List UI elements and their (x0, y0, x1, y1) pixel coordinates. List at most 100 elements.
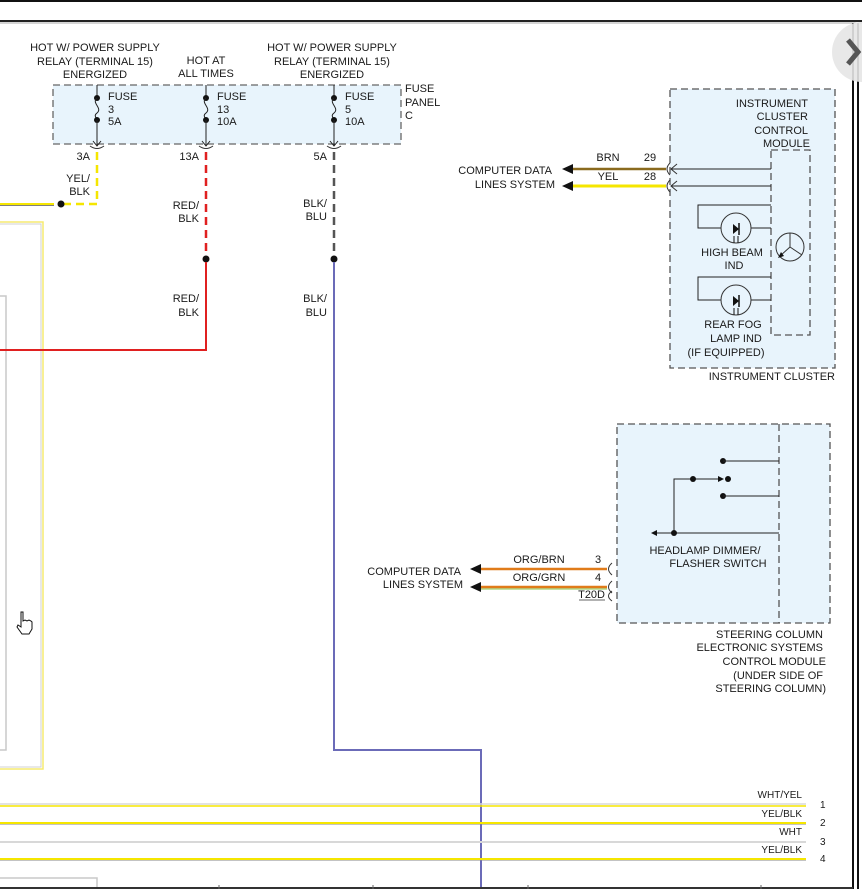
instrument-cluster-title: INSTRUMENT CLUSTER (709, 371, 835, 383)
svg-text:ELECTRONIC SYSTEMS: ELECTRONIC SYSTEMS (696, 642, 823, 654)
svg-text:COMPUTER DATA: COMPUTER DATA (367, 566, 461, 578)
svg-text:4: 4 (820, 854, 826, 865)
instrument-cluster-module-label: INSTRUMENT CLUSTER CONTROL MODULE (736, 98, 810, 150)
instrument-cluster: INSTRUMENT CLUSTER CONTROL MODULE INSTRU… (458, 88, 836, 383)
high-beam-indicator: HIGH BEAM IND (697, 204, 771, 272)
svg-text:T20D: T20D (578, 589, 605, 601)
connector-icon (198, 145, 214, 149)
headlamp-dimmer-switch: HEADLAMP DIMMER/ FLASHER SWITCH (649, 458, 779, 570)
svg-text:BLK/: BLK/ (303, 198, 328, 210)
svg-text:1: 1 (820, 800, 826, 811)
connector-icon (608, 562, 613, 576)
rear-fog-indicator: REAR FOG LAMP IND (IF EQUIPPED) (687, 276, 771, 359)
svg-text:LINES SYSTEM: LINES SYSTEM (475, 179, 555, 191)
svg-text:LAMP IND: LAMP IND (710, 333, 762, 345)
svg-text:10A: 10A (345, 116, 365, 128)
fuse-panel-box (52, 84, 402, 145)
svg-text:C: C (405, 110, 413, 122)
wire-blk-blu: BLK/ BLU BLK/ BLU (303, 152, 482, 889)
svg-text:PANEL: PANEL (405, 97, 440, 109)
svg-text:RELAY (TERMINAL 15): RELAY (TERMINAL 15) (37, 56, 153, 68)
terminal-13a-label: 13A (179, 151, 199, 163)
svg-text:BLK: BLK (178, 213, 199, 225)
hand-cursor-icon (16, 611, 33, 635)
svg-text:BRN: BRN (596, 152, 619, 164)
svg-text:HIGH BEAM: HIGH BEAM (701, 247, 763, 259)
svg-text:FUSE: FUSE (405, 83, 434, 95)
connector-icon (666, 179, 671, 193)
svg-text:ORG/GRN: ORG/GRN (513, 572, 566, 584)
wire-red-blk: RED/ BLK RED/ BLK (0, 152, 210, 351)
svg-text:CONTROL: CONTROL (754, 125, 808, 137)
svg-text:RED/: RED/ (173, 200, 200, 212)
svg-text:HOT AT: HOT AT (187, 55, 226, 67)
wire-yel-28: YEL 28 (562, 171, 771, 193)
svg-text:RELAY (TERMINAL 15): RELAY (TERMINAL 15) (274, 56, 390, 68)
svg-text:CLUSTER: CLUSTER (757, 111, 808, 123)
bus-wire-1: WHT/YEL 1 (0, 790, 826, 811)
left-gray-outline (0, 295, 7, 751)
svg-text:YEL/: YEL/ (66, 173, 91, 185)
fuse-panel-label: FUSE PANEL C (405, 83, 440, 122)
svg-text:BLK: BLK (178, 307, 199, 319)
arrow-left-icon (562, 164, 573, 174)
svg-text:29: 29 (644, 152, 656, 164)
svg-text:ENERGIZED: ENERGIZED (63, 69, 127, 81)
svg-text:FUSE: FUSE (217, 91, 246, 103)
svg-text:2: 2 (820, 818, 826, 829)
bus-wire-3: WHT 3 (0, 827, 826, 848)
svg-text:(UNDER SIDE OF: (UNDER SIDE OF (733, 670, 823, 682)
svg-text:13: 13 (217, 104, 229, 116)
connector-t20d-label: T20D (578, 589, 605, 601)
svg-text:3: 3 (108, 104, 114, 116)
connector-icon (89, 145, 105, 149)
terminal-5a-label: 5A (314, 151, 328, 163)
left-yellow-outline (0, 221, 44, 770)
svg-text:5A: 5A (108, 116, 122, 128)
svg-text:FLASHER SWITCH: FLASHER SWITCH (669, 558, 766, 570)
wire-brn-29: BRN 29 (562, 152, 771, 176)
fuse-5: FUSE 5 10A (326, 85, 374, 149)
svg-text:5: 5 (345, 104, 351, 116)
svg-text:FUSE: FUSE (108, 91, 137, 103)
power-source-1-label: HOT W/ POWER SUPPLY RELAY (TERMINAL 15) … (30, 42, 160, 81)
bus-wire-2: YEL/BLK 2 (0, 809, 826, 829)
steering-module-box (616, 423, 831, 624)
bus-wires: WHT/YEL 1 YEL/BLK 2 WHT 3 YEL/BLK 4 (0, 790, 826, 865)
wire-org-brn-3: ORG/BRN 3 (470, 554, 613, 576)
svg-text:ORG/BRN: ORG/BRN (513, 554, 564, 566)
svg-text:BLU: BLU (306, 211, 327, 223)
svg-text:YEL: YEL (598, 171, 619, 183)
arrow-left-icon (562, 181, 573, 191)
svg-text:WHT/YEL: WHT/YEL (758, 790, 803, 801)
steering-module-destination: COMPUTER DATA LINES SYSTEM (367, 566, 463, 591)
power-source-2-label: HOT AT ALL TIMES (178, 55, 234, 80)
svg-text:BLK: BLK (69, 186, 90, 198)
svg-text:HOT W/ POWER SUPPLY: HOT W/ POWER SUPPLY (267, 42, 397, 54)
svg-text:4: 4 (595, 572, 601, 584)
svg-text:CONTROL MODULE: CONTROL MODULE (723, 656, 827, 668)
svg-text:ENERGIZED: ENERGIZED (300, 69, 364, 81)
wire-org-grn-4: ORG/GRN 4 (470, 572, 613, 602)
svg-text:STEERING COLUMN): STEERING COLUMN) (715, 683, 826, 695)
power-source-3-label: HOT W/ POWER SUPPLY RELAY (TERMINAL 15) … (267, 42, 397, 81)
next-page-button[interactable] (832, 22, 862, 82)
chevron-right-icon[interactable] (846, 38, 862, 66)
svg-text:INSTRUMENT: INSTRUMENT (736, 98, 808, 110)
svg-text:RED/: RED/ (173, 293, 200, 305)
svg-text:BLK/: BLK/ (303, 293, 328, 305)
steering-module-title: STEERING COLUMN ELECTRONIC SYSTEMS CONTR… (696, 629, 826, 695)
connector-icon (326, 145, 342, 149)
processor-icon (775, 232, 805, 262)
svg-text:LINES SYSTEM: LINES SYSTEM (383, 579, 463, 591)
svg-text:REAR FOG: REAR FOG (704, 319, 761, 331)
svg-text:HEADLAMP DIMMER/: HEADLAMP DIMMER/ (649, 545, 761, 557)
svg-text:3: 3 (820, 837, 826, 848)
next-button-bg[interactable] (832, 22, 862, 82)
svg-text:BLU: BLU (306, 307, 327, 319)
svg-text:ALL TIMES: ALL TIMES (178, 68, 234, 80)
svg-text:10A: 10A (217, 116, 237, 128)
arrow-left-icon (651, 530, 657, 536)
svg-text:IND: IND (725, 260, 744, 272)
